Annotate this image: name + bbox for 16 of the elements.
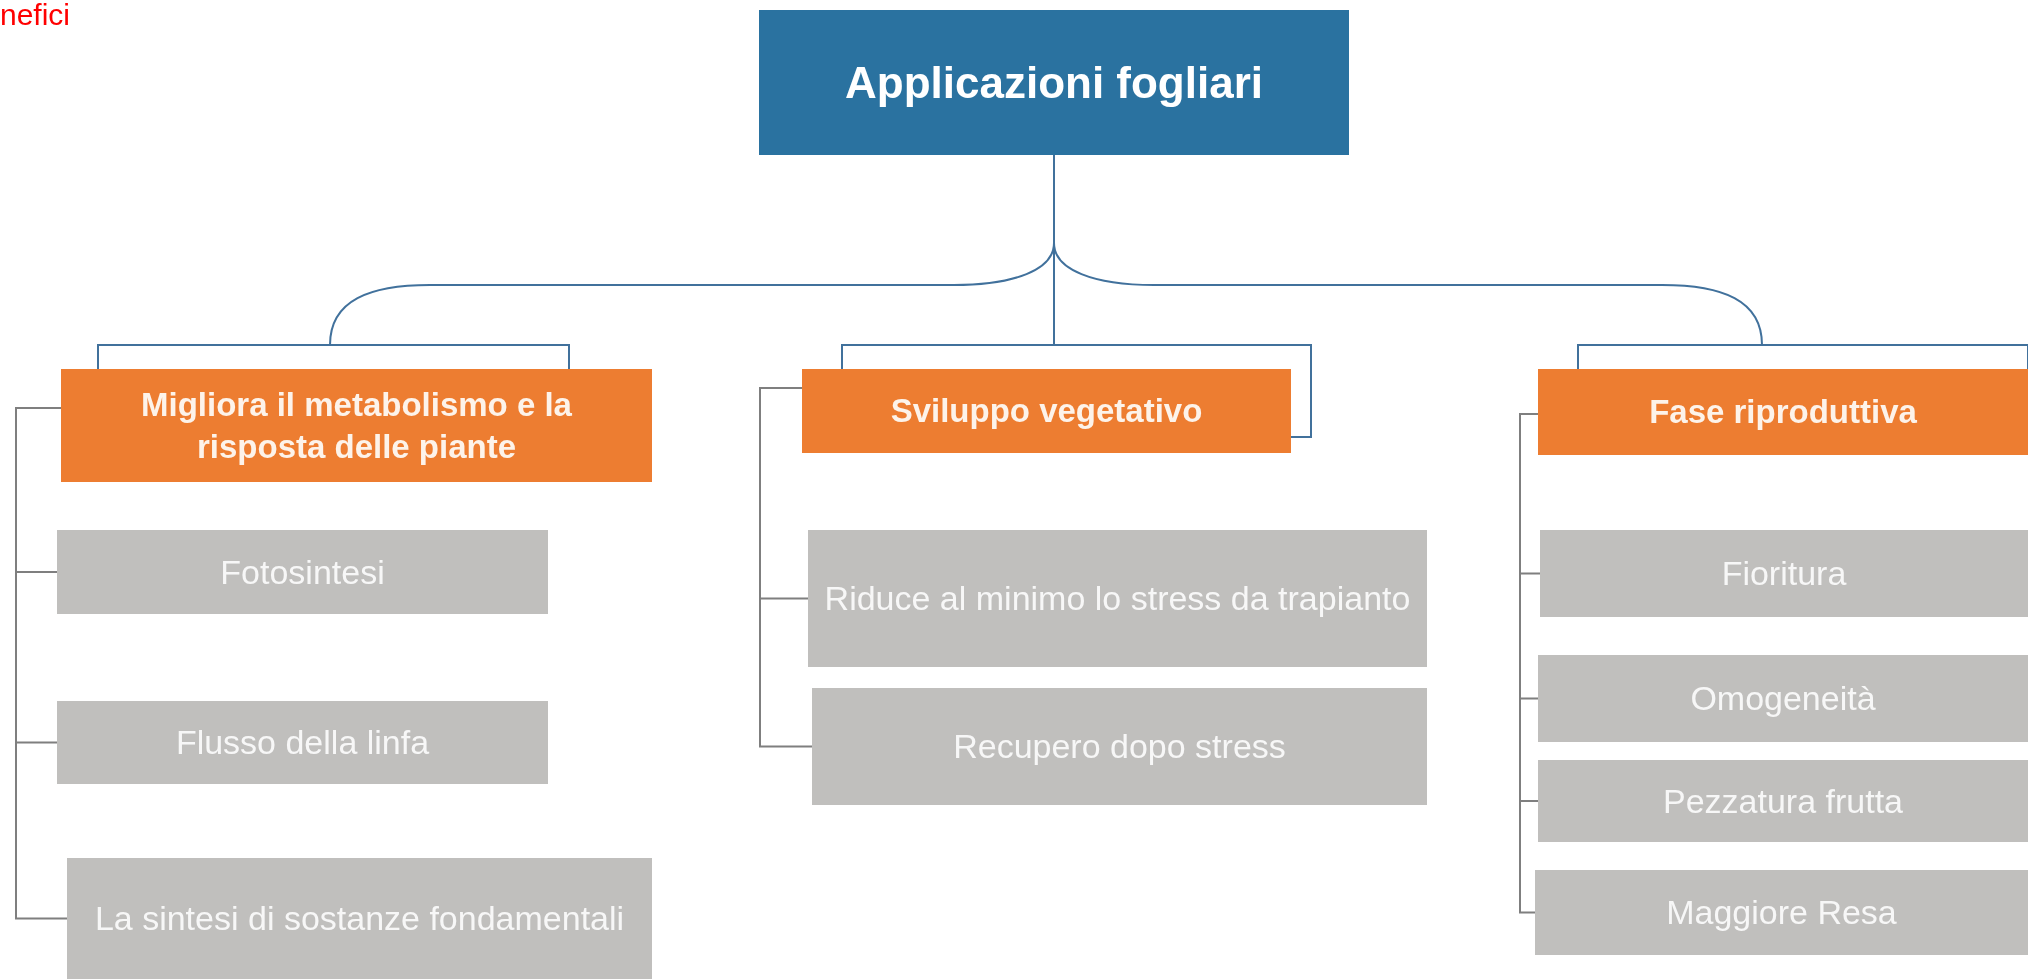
category-box: Fase riproduttiva: [1538, 369, 2028, 455]
item-box: Maggiore Resa: [1535, 870, 2028, 955]
item-box: Riduce al minimo lo stress da trapianto: [808, 530, 1427, 667]
item-box: Fioritura: [1540, 530, 2028, 617]
item-box: Pezzatura frutta: [1538, 760, 2028, 842]
item-box: Omogeneità: [1538, 655, 2028, 742]
item-box: Recupero dopo stress: [812, 688, 1427, 805]
item-box: La sintesi di sostanze fondamentali: [67, 858, 652, 979]
connector-line: [15, 407, 68, 920]
item-box: Flusso della linfa: [57, 701, 548, 784]
heading-fragment: nefici: [0, 0, 71, 30]
category-box: Migliora il metabolismo e la risposta delle piante: [61, 369, 652, 482]
connector-line: [759, 387, 813, 748]
category-box: Sviluppo vegetativo: [802, 369, 1291, 453]
item-box: Fotosintesi: [57, 530, 548, 614]
title-box: Applicazioni fogliari: [759, 10, 1349, 155]
